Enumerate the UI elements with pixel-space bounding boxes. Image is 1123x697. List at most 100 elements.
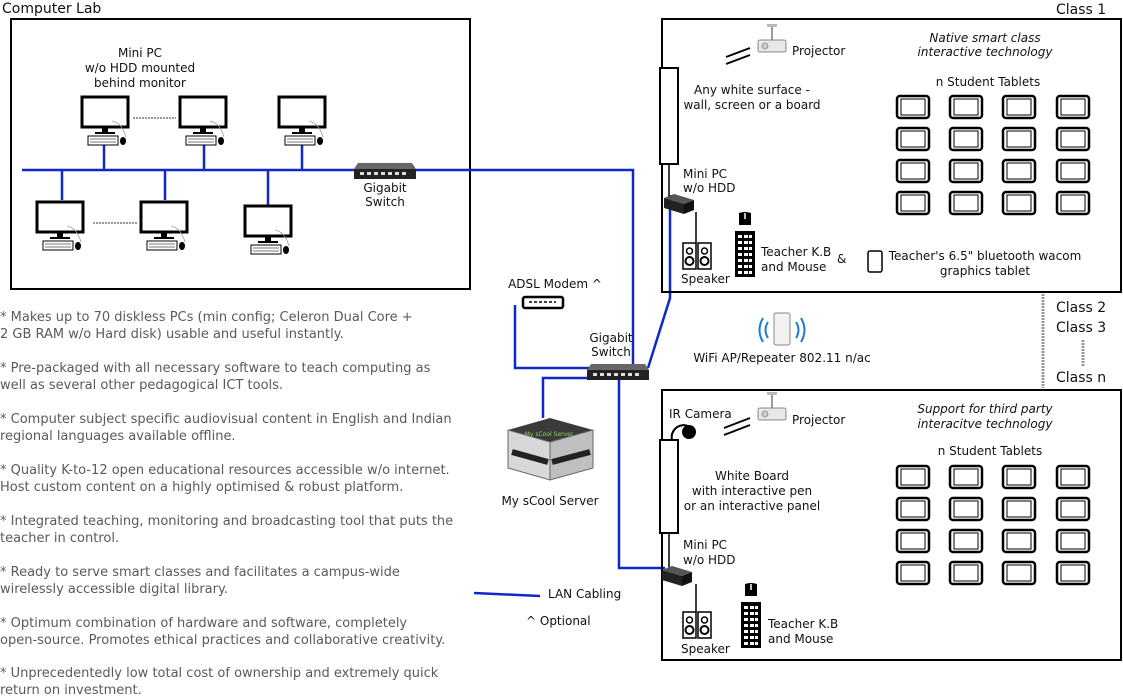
lab-lan-cabling bbox=[22, 140, 355, 205]
classn-keyboard-label: Teacher K.B and Mouse bbox=[767, 617, 838, 646]
class1-heading: Native smart class interactive technolog… bbox=[918, 31, 1054, 59]
svg-text:White Board: White Board bbox=[715, 469, 789, 483]
feature-1-line2: 2 GB RAM w/o Hard disk) usable and usefu… bbox=[0, 327, 344, 342]
feature-1-line1: * Makes up to 70 diskless PCs (min confi… bbox=[0, 310, 413, 325]
server-label: My sCool Server bbox=[501, 494, 598, 508]
class1-surface-label: Any white surface - wall, screen or a bo… bbox=[683, 83, 820, 112]
svg-text:with interactive pen: with interactive pen bbox=[692, 484, 812, 498]
classn-mini-pc-label: Mini PC w/o HDD bbox=[683, 538, 736, 567]
svg-text:Any white surface -: Any white surface - bbox=[694, 83, 810, 97]
lab-pc-1 bbox=[80, 95, 130, 147]
main-switch-icon bbox=[587, 364, 649, 380]
class1-ampersand: & bbox=[837, 252, 846, 266]
svg-text:Teacher K.B: Teacher K.B bbox=[760, 245, 831, 259]
classn-speaker-icon bbox=[682, 611, 712, 639]
class1-speaker-icon bbox=[682, 242, 712, 270]
main-switch-label: Gigabit Switch bbox=[589, 331, 633, 359]
optional-legend-label: ^ Optional bbox=[526, 614, 591, 628]
svg-text:w/o HDD: w/o HDD bbox=[683, 553, 736, 567]
class1-mini-pc-icon bbox=[664, 194, 694, 214]
feature-4-line1: * Quality K-to-12 open educational resou… bbox=[0, 463, 450, 478]
modem-icon bbox=[521, 295, 565, 310]
svg-text:Mini PC: Mini PC bbox=[683, 538, 727, 552]
computer-lab-title: Computer Lab bbox=[2, 1, 101, 17]
lab-pc-2 bbox=[178, 95, 228, 147]
class1-beam-icon bbox=[725, 47, 751, 58]
svg-text:interacitve technology: interacitve technology bbox=[918, 417, 1054, 431]
class3-title: Class 3 bbox=[1056, 320, 1106, 336]
modem-label: ADSL Modem ^ bbox=[508, 277, 602, 291]
feature-4-line2: Host custom content on a highly optimise… bbox=[0, 480, 403, 495]
classn-mini-pc-icon bbox=[662, 566, 692, 586]
lan-legend-label: LAN Cabling bbox=[548, 587, 621, 601]
lab-pc-5 bbox=[139, 200, 189, 252]
lab-switch-label: Gigabit Switch bbox=[363, 181, 407, 209]
feature-7-line1: * Optimum combination of hardware and so… bbox=[0, 616, 407, 631]
svg-text:Teacher's 6.5" bluetooth wacom: Teacher's 6.5" bluetooth wacom bbox=[888, 249, 1082, 263]
svg-text:w/o HDD: w/o HDD bbox=[683, 181, 736, 195]
svg-text:Gigabit: Gigabit bbox=[363, 181, 407, 195]
svg-text:wall, screen or a board: wall, screen or a board bbox=[683, 98, 820, 112]
feature-3-line2: regional languages available offline. bbox=[0, 429, 236, 444]
computer-lab-box bbox=[10, 18, 471, 290]
class1-title: Class 1 bbox=[1056, 2, 1106, 18]
ir-camera-icon bbox=[670, 424, 689, 441]
svg-text:Gigabit: Gigabit bbox=[589, 331, 633, 345]
server-icon: My sCool Server bbox=[507, 418, 594, 481]
wacom-tablet-icon bbox=[867, 250, 883, 273]
feature-8-line2: return on investment. bbox=[0, 683, 142, 697]
lab-pc-3 bbox=[277, 95, 327, 147]
wacom-label: Teacher's 6.5" bluetooth wacom graphics … bbox=[888, 249, 1082, 278]
class1-tablet-grid bbox=[895, 94, 1091, 216]
svg-text:behind monitor: behind monitor bbox=[94, 76, 186, 90]
svg-text:Support for third party: Support for third party bbox=[917, 402, 1053, 416]
class1-keyboard-label: Teacher K.B and Mouse bbox=[760, 245, 831, 274]
lan-legend-line bbox=[473, 591, 541, 598]
features-list: * Makes up to 70 diskless PCs (min confi… bbox=[0, 310, 453, 697]
class1-tablets-label: n Student Tablets bbox=[936, 75, 1040, 89]
svg-text:Native smart class: Native smart class bbox=[929, 31, 1040, 45]
svg-text:interactive technology: interactive technology bbox=[918, 45, 1054, 59]
svg-text:My sCool Server: My sCool Server bbox=[525, 431, 574, 438]
lab-switch-icon bbox=[354, 163, 416, 179]
class1-projector-icon bbox=[757, 23, 787, 53]
feature-2-line2: well as several other pedagogical ICT to… bbox=[0, 378, 283, 393]
feature-3-line1: * Computer subject specific audiovisual … bbox=[0, 412, 452, 427]
svg-text:and Mouse: and Mouse bbox=[761, 260, 826, 274]
class1-white-surface bbox=[659, 67, 679, 165]
class2-title: Class 2 bbox=[1056, 300, 1106, 316]
svg-text:graphics tablet: graphics tablet bbox=[940, 264, 1031, 278]
classn-keyboard-mouse-icon bbox=[740, 582, 762, 649]
white-board-label: White Board with interactive pen or an i… bbox=[684, 469, 820, 513]
feature-6-line2: wirelessly accessible digital library. bbox=[0, 582, 228, 597]
classn-speaker-label: Speaker bbox=[681, 642, 730, 656]
feature-8-line1: * Unprecedentedly low total cost of owne… bbox=[0, 666, 439, 681]
classn-tablets-label: n Student Tablets bbox=[938, 444, 1042, 458]
classn-projector-icon bbox=[757, 391, 787, 421]
class1-speaker-label: Speaker bbox=[681, 272, 730, 286]
lab-pc-6 bbox=[243, 204, 293, 256]
feature-5-line1: * Integrated teaching, monitoring and br… bbox=[0, 514, 453, 529]
wifi-label: WiFi AP/Repeater 802.11 n/ac bbox=[693, 351, 870, 365]
main-lan-cabling bbox=[416, 168, 672, 570]
svg-text:w/o HDD mounted: w/o HDD mounted bbox=[85, 61, 195, 75]
svg-text:Switch: Switch bbox=[365, 195, 405, 209]
classn-beam-icon bbox=[723, 417, 751, 429]
lab-pc-4 bbox=[35, 200, 85, 252]
svg-text:Teacher K.B: Teacher K.B bbox=[767, 617, 838, 631]
classn-heading: Support for third party interacitve tech… bbox=[917, 402, 1053, 431]
wifi-icon bbox=[758, 312, 806, 346]
classn-title: Class n bbox=[1056, 370, 1106, 386]
class1-mini-pc-label: Mini PC w/o HDD bbox=[683, 167, 736, 195]
svg-text:Switch: Switch bbox=[591, 345, 631, 359]
classn-projector-label: Projector bbox=[792, 413, 845, 427]
svg-text:Mini PC: Mini PC bbox=[683, 167, 727, 181]
feature-7-line2: open-source. Promotes ethical practices … bbox=[0, 633, 445, 648]
mini-pc-note: Mini PC w/o HDD mounted behind monitor bbox=[85, 46, 195, 90]
class1-keyboard-mouse-icon bbox=[734, 211, 756, 278]
classn-tablet-grid bbox=[895, 464, 1091, 586]
feature-2-line1: * Pre-packaged with all necessary softwa… bbox=[0, 361, 431, 376]
feature-5-line2: teacher in control. bbox=[0, 531, 119, 546]
feature-6-line1: * Ready to serve smart classes and facil… bbox=[0, 565, 400, 580]
